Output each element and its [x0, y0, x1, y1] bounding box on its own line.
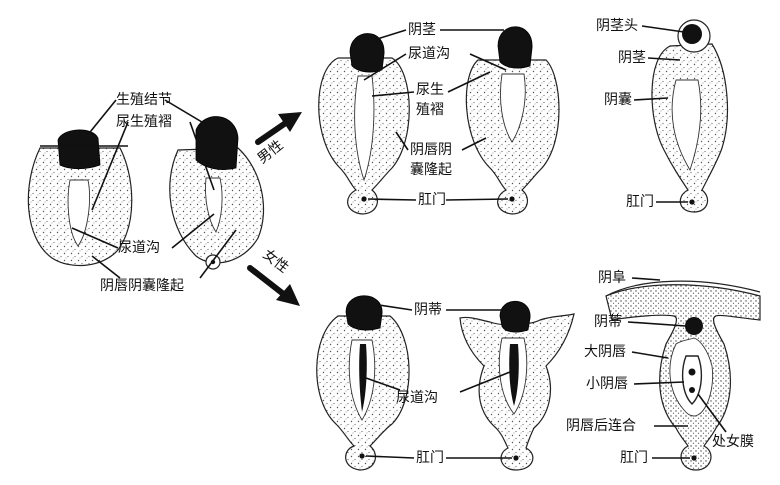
female-intermediate-front	[316, 295, 410, 471]
leader-line	[91, 121, 129, 211]
genital-tubercle-label: 生殖结节	[116, 91, 172, 108]
leader-line	[371, 91, 415, 97]
leader-line	[199, 229, 237, 279]
leader-line	[447, 71, 491, 93]
female-intermediate-side	[459, 300, 575, 471]
male-final	[651, 19, 729, 213]
leader-line	[71, 227, 119, 249]
male-intermediate-side	[465, 26, 560, 215]
male-final-glans-label: 阴茎头	[596, 18, 638, 34]
female-mid-clitoris-label: 阴蒂	[414, 302, 442, 318]
indifferent-stage-side	[169, 116, 265, 270]
male-final-anus-label: 肛门	[626, 194, 654, 210]
labioscrotal-swelling-label: 阴唇阴囊隆起	[100, 277, 184, 294]
leader-line	[459, 371, 511, 393]
female-arrow	[247, 265, 300, 306]
leader-line	[461, 137, 487, 151]
leader-line	[633, 381, 685, 385]
male-mid-urogenital-fold-label: 尿生	[416, 82, 444, 98]
female-final-anus-label: 肛门	[620, 450, 648, 466]
male-final-penis-label: 阴茎	[618, 50, 646, 66]
female-final-hymen-label: 处女膜	[712, 433, 754, 450]
leader-line	[363, 53, 407, 81]
leader-line	[365, 377, 401, 391]
male-mid-urogenital-fold-label: 殖褶	[416, 101, 444, 118]
leader-line	[91, 255, 121, 279]
leader-line	[81, 99, 117, 143]
leader-line	[631, 277, 661, 281]
male-intermediate-front	[318, 33, 410, 215]
leader-line	[633, 97, 669, 101]
female-final-labia-majora-label: 大阴唇	[584, 344, 626, 360]
male-mid-labioscrotal-label: 囊隆起	[410, 161, 452, 178]
male-final-scrotum-label: 阴囊	[604, 91, 632, 108]
leader-line	[367, 198, 417, 201]
female-label: 女性	[260, 246, 293, 277]
leader-line	[189, 121, 215, 191]
leader-line	[627, 321, 687, 327]
urethral-groove-label: 尿道沟	[118, 240, 160, 256]
male-mid-urethral-groove-label: 尿道沟	[408, 46, 450, 62]
female-final-labia-minora-label: 小阴唇	[586, 376, 628, 392]
leader-line	[373, 29, 407, 41]
leader-line	[647, 57, 681, 61]
female-mid-anus-label: 肛门	[416, 450, 444, 466]
leader-line	[631, 351, 669, 359]
leader-line	[697, 393, 727, 433]
male-arrow	[255, 112, 302, 145]
female-final	[605, 280, 761, 471]
female-final-posterior-commissure-label: 阴唇后连合	[566, 418, 636, 434]
urogenital-fold-label: 尿生殖褶	[116, 113, 172, 130]
leader-line	[371, 303, 413, 311]
leader-line	[365, 455, 415, 459]
female-final-clitoris-label: 阴蒂	[594, 314, 622, 330]
leader-line	[164, 99, 213, 129]
female-final-mons-pubis-label: 阴阜	[598, 269, 626, 286]
male-mid-labioscrotal-label: 阴唇阴	[410, 142, 452, 158]
leader-line	[171, 213, 215, 249]
male-mid-penis-label: 阴茎	[408, 22, 436, 38]
leader-line	[445, 198, 509, 201]
leader-line	[641, 25, 685, 33]
leader-line	[469, 53, 507, 71]
male-mid-anus-label: 肛门	[418, 192, 446, 208]
female-mid-urethral-groove-label: 尿道沟	[396, 390, 438, 406]
leader-line	[395, 131, 409, 151]
